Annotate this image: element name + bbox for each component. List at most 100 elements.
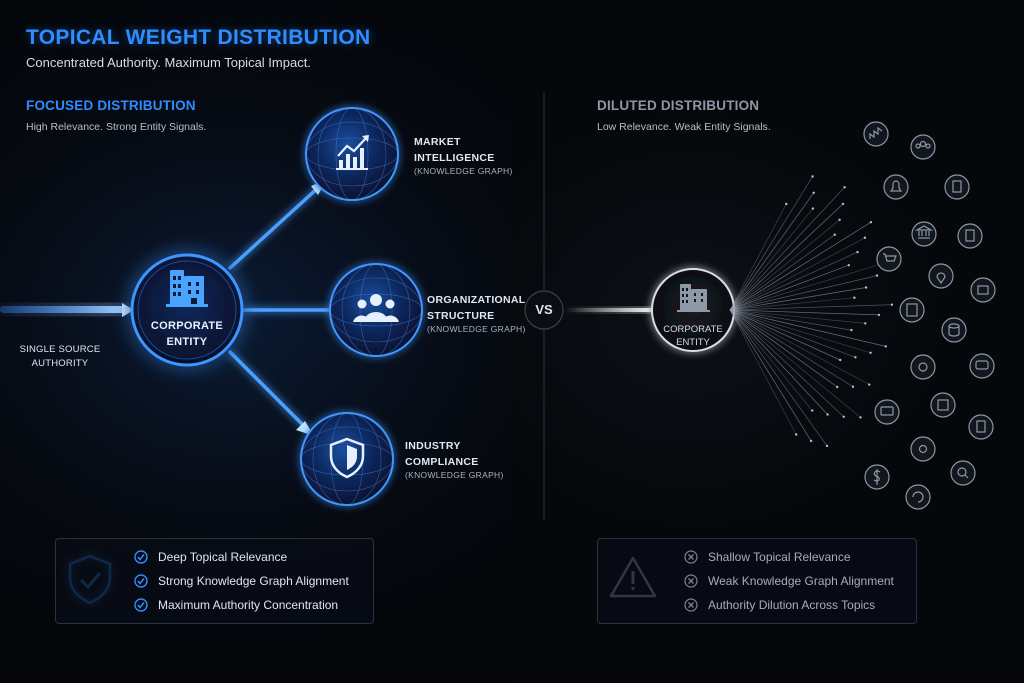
topic-beams — [228, 184, 336, 430]
vs-label: VS — [535, 302, 553, 317]
scatter-file-icon — [968, 414, 994, 440]
spray-tip — [864, 286, 868, 289]
building-icon — [166, 270, 208, 307]
focused-heading: FOCUSED DISTRIBUTION — [26, 98, 196, 113]
spray-tip — [869, 221, 873, 224]
topic-sphere-org — [329, 263, 423, 357]
spray-line — [729, 203, 844, 311]
spray-line — [729, 309, 813, 411]
incoming-beam — [0, 306, 125, 313]
topic-sphere-compliance — [300, 412, 394, 506]
spray-line — [729, 297, 855, 311]
spray-tip — [859, 416, 862, 419]
x-circle-icon — [684, 598, 698, 612]
users-icon — [353, 294, 399, 322]
list-item: Strong Knowledge Graph Alignment — [134, 569, 349, 593]
topic-label-market: MARKET INTELLIGENCE (KNOWLEDGE GRAPH) — [414, 136, 513, 176]
spray-line — [729, 203, 787, 311]
spray-tip — [811, 207, 815, 210]
chart-icon — [336, 135, 369, 170]
spray-line — [729, 309, 841, 361]
scatter-alert-icon — [883, 174, 909, 200]
spray-tip — [864, 322, 867, 325]
scatter-refresh-icon — [905, 484, 931, 510]
spray-line — [729, 309, 838, 388]
spray-line — [729, 309, 797, 435]
spray-line — [729, 192, 814, 311]
shield-icon — [329, 437, 365, 479]
spray-line — [729, 251, 858, 311]
spray-line — [729, 309, 852, 331]
list-item: Maximum Authority Concentration — [134, 593, 349, 617]
spray-line — [729, 309, 812, 442]
check-circle-icon — [134, 550, 148, 564]
spray-tip — [839, 358, 842, 362]
focused-subheading: High Relevance. Strong Entity Signals. — [26, 121, 207, 133]
spray-tip — [843, 186, 846, 189]
check-circle-icon — [134, 598, 148, 612]
spray-tip — [842, 415, 845, 418]
spray-line — [729, 261, 888, 311]
list-item: Weak Knowledge Graph Alignment — [684, 569, 894, 593]
list-item: Shallow Topical Relevance — [684, 545, 894, 569]
diluted-entity-node — [651, 268, 735, 352]
check-circle-icon — [134, 574, 148, 588]
spray-tip — [811, 175, 814, 178]
scatter-cart-icon — [876, 246, 902, 272]
page-subtitle: Concentrated Authority. Maximum Topical … — [26, 55, 311, 70]
spray-line — [729, 309, 870, 385]
spray-tip — [863, 236, 867, 239]
beam-to-compliance — [228, 350, 308, 430]
scatter-chat-icon — [969, 353, 995, 379]
x-circle-icon — [684, 574, 698, 588]
spray-tip — [826, 413, 829, 416]
spray-tip — [836, 385, 839, 389]
spray-line — [729, 186, 845, 311]
spray-tip — [809, 439, 813, 443]
issues-panel: Shallow Topical Relevance Weak Knowledge… — [597, 538, 917, 624]
spray-line — [729, 309, 854, 387]
spray-tip — [875, 274, 879, 277]
scatter-bank-icon — [911, 221, 937, 247]
scatter-dollar-icon — [864, 464, 890, 490]
spray-line — [729, 237, 866, 311]
spray-line — [729, 309, 828, 447]
scatter-gear-icon — [910, 354, 936, 380]
spray-tip — [838, 218, 841, 221]
incoming-arrowhead — [122, 303, 134, 317]
spray-line — [729, 309, 844, 418]
spray-tip — [825, 444, 829, 448]
diluted-entity-label: CORPORATE ENTITY — [663, 324, 723, 348]
diluted-subheading: Low Relevance. Weak Entity Signals. — [597, 121, 771, 133]
spray-line — [729, 275, 878, 311]
spray-line — [729, 176, 813, 311]
spray-tip — [851, 385, 855, 388]
spray-tip — [877, 313, 881, 317]
spray-tip — [841, 202, 845, 206]
spray-line — [729, 309, 861, 418]
spray-line — [729, 309, 866, 324]
list-item: Authority Dilution Across Topics — [684, 593, 894, 617]
building-icon-grey — [677, 284, 710, 312]
x-circle-icon — [684, 550, 698, 564]
spray-line — [729, 208, 814, 311]
spray-line — [729, 264, 849, 311]
spray-tip — [847, 264, 850, 267]
spray-line — [729, 309, 871, 354]
spray-line — [729, 234, 836, 311]
spray-line — [729, 309, 886, 347]
spray-line — [729, 221, 872, 311]
scatter-building-icon — [899, 297, 925, 323]
diluted-heading: DILUTED DISTRIBUTION — [597, 98, 760, 113]
spray-tip — [833, 233, 836, 236]
spray-line — [729, 309, 879, 316]
spray-tip — [853, 296, 856, 299]
scatter-database-icon — [941, 317, 967, 343]
spray-tip — [850, 328, 853, 332]
scatter-store-icon — [970, 277, 996, 303]
spray-line — [729, 287, 867, 311]
spray-tip — [884, 345, 887, 348]
page-title: TOPICAL WEIGHT DISTRIBUTION — [26, 26, 371, 49]
spray-tip — [890, 303, 894, 306]
